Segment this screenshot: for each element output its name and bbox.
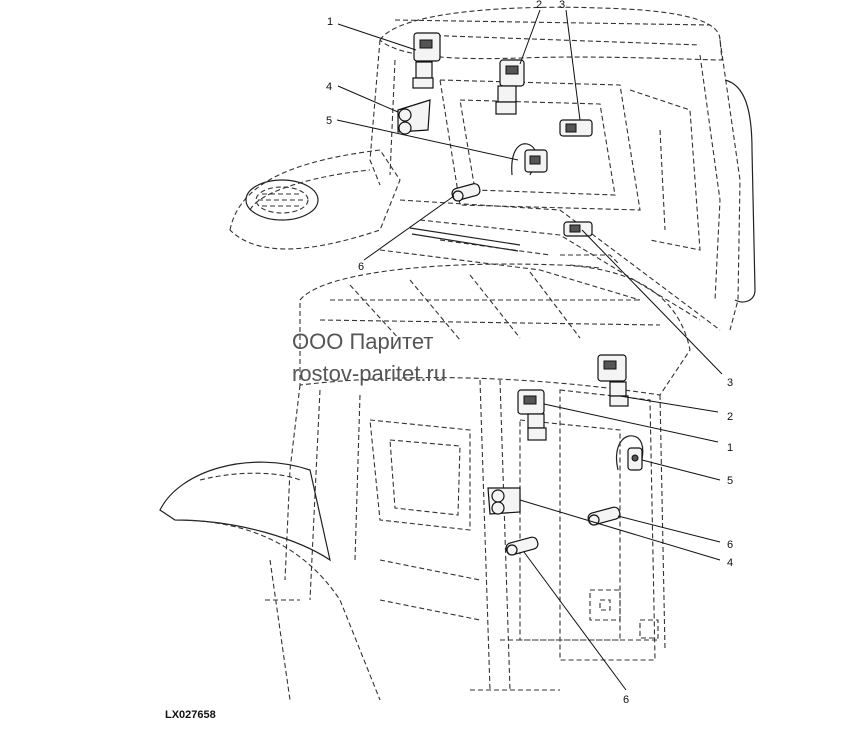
part-5-clip-top [511, 143, 548, 176]
callout-top-5: 5 [326, 115, 332, 127]
part-6-bracket-bottom-left [505, 536, 539, 556]
callout-top-1: 1 [327, 16, 333, 28]
callout-bottom-5: 5 [727, 475, 733, 487]
part-2-latch-top [495, 59, 525, 115]
part-4-grommet-bottom [487, 487, 521, 515]
callout-top-6: 6 [358, 261, 364, 273]
callout-top-4: 4 [326, 81, 332, 93]
callout-bottom-1: 1 [727, 442, 733, 454]
part-4-grommet-top [397, 99, 431, 135]
callout-bottom-4: 4 [727, 557, 733, 569]
part-6-bracket-top [451, 183, 481, 202]
lower-cab-view [159, 263, 691, 701]
watermark: ООО Паритет rostov-paritet.ru [292, 326, 446, 390]
callouts-top: 1 2 3 4 5 6 3 [326, 0, 733, 389]
callout-bottom-2: 2 [727, 411, 733, 423]
part-5-clip-bottom [616, 435, 644, 471]
watermark-company: ООО Паритет [292, 329, 434, 354]
part-6-bracket-bottom-right [587, 506, 621, 526]
watermark-site: rostov-paritet.ru [292, 361, 447, 386]
part-3-hinge-lower [563, 221, 593, 237]
callout-top-3b: 3 [727, 377, 733, 389]
callout-top-3: 3 [559, 0, 565, 11]
callout-bottom-6b: 6 [623, 694, 629, 706]
callout-top-2: 2 [536, 0, 542, 11]
callouts-bottom: 2 1 5 6 4 6 [519, 395, 733, 706]
callout-bottom-6: 6 [727, 539, 733, 551]
figure-id-label: LX027658 [165, 709, 216, 721]
part-3-hinge-top [559, 119, 593, 137]
part-2-latch-bottom [597, 354, 629, 407]
part-1-latch-top [412, 32, 441, 89]
upper-cab-view [229, 6, 756, 331]
part-1-latch-bottom [517, 389, 547, 441]
